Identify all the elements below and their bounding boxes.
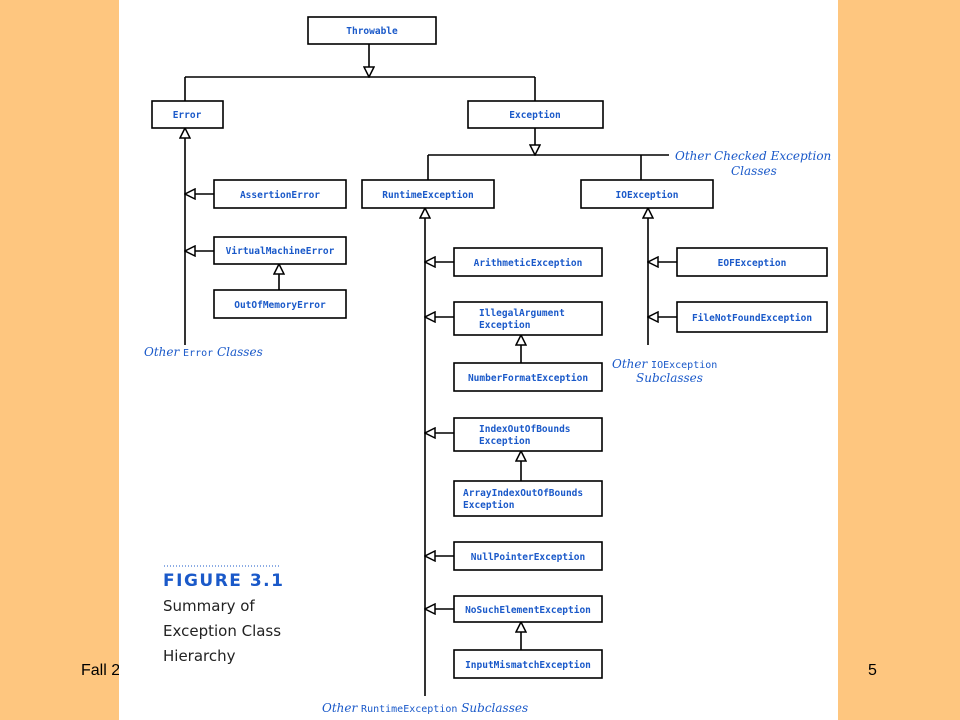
class-label-out-of-memory-error: OutOfMemoryError — [234, 300, 326, 311]
note-other-io-line1: Other IOException — [612, 357, 717, 371]
class-box-assertion-error: AssertionError — [213, 179, 347, 209]
class-box-error: Error — [151, 100, 224, 129]
exception-hierarchy-diagram: Throwable Error Exception AssertionError… — [144, 16, 831, 715]
class-box-virtual-machine-error: VirtualMachineError — [213, 236, 347, 265]
class-label-illegal-argument-line2: Exception — [479, 320, 530, 331]
class-box-null-pointer-exception: NullPointerException — [453, 541, 603, 571]
class-box-input-mismatch-exception: InputMismatchException — [453, 649, 603, 679]
class-box-out-of-memory-error: OutOfMemoryError — [213, 289, 347, 319]
class-box-runtime-exception: RuntimeException — [361, 179, 495, 209]
note-other-checked-line1: Other Checked Exception — [675, 149, 831, 163]
caption-line-3: Hierarchy — [163, 647, 236, 665]
class-box-illegal-argument-exception: IllegalArgument Exception — [453, 301, 603, 336]
class-label-number-format-exception: NumberFormatException — [468, 373, 588, 384]
figure-label: FIGURE 3.1 — [163, 571, 284, 591]
class-label-io-exception: IOException — [616, 190, 679, 201]
class-label-array-index-out-of-bounds-line1: ArrayIndexOutOfBounds — [463, 488, 583, 499]
inheritance-lines — [185, 44, 677, 696]
class-label-index-out-of-bounds-line1: IndexOutOfBounds — [479, 424, 571, 435]
class-box-file-not-found-exception: FileNotFoundException — [676, 301, 828, 333]
note-other-io-line2: Subclasses — [636, 371, 703, 385]
class-label-input-mismatch-exception: InputMismatchException — [465, 660, 591, 671]
class-label-file-not-found-exception: FileNotFoundException — [692, 313, 812, 324]
caption-line-2: Exception Class — [163, 622, 281, 640]
class-label-arithmetic-exception: ArithmeticException — [474, 258, 583, 269]
class-label-throwable: Throwable — [346, 26, 398, 37]
class-label-null-pointer-exception: NullPointerException — [471, 552, 585, 563]
class-label-no-such-element-exception: NoSuchElementException — [465, 605, 591, 616]
class-label-illegal-argument-line1: IllegalArgument — [479, 308, 565, 319]
note-other-checked-line2: Classes — [731, 164, 777, 178]
class-box-number-format-exception: NumberFormatException — [453, 362, 603, 392]
note-other-error-classes: Other Error Classes — [144, 345, 263, 359]
note-other-runtime-subclasses: Other RuntimeException Subclasses — [322, 701, 528, 715]
slide-footer-label: Fall 2 — [81, 662, 121, 679]
class-label-array-index-out-of-bounds-line2: Exception — [463, 500, 514, 511]
class-box-no-such-element-exception: NoSuchElementException — [453, 595, 603, 623]
figure-caption: FIGURE 3.1 Summary of Exception Class Hi… — [163, 565, 284, 665]
class-label-runtime-exception: RuntimeException — [382, 190, 474, 201]
class-label-exception: Exception — [509, 110, 560, 121]
class-box-eof-exception: EOFException — [676, 247, 828, 277]
class-box-index-out-of-bounds-exception: IndexOutOfBounds Exception — [453, 417, 603, 452]
class-box-throwable: Throwable — [307, 16, 437, 45]
class-label-error: Error — [173, 110, 202, 121]
figure-panel: Throwable Error Exception AssertionError… — [119, 0, 838, 720]
class-label-eof-exception: EOFException — [718, 258, 787, 269]
class-box-exception: Exception — [467, 100, 604, 129]
caption-line-1: Summary of — [163, 597, 255, 615]
class-box-array-index-out-of-bounds-exception: ArrayIndexOutOfBounds Exception — [453, 480, 603, 517]
class-label-assertion-error: AssertionError — [240, 190, 320, 201]
class-label-virtual-machine-error: VirtualMachineError — [226, 246, 335, 257]
class-label-index-out-of-bounds-line2: Exception — [479, 436, 530, 447]
class-box-io-exception: IOException — [580, 179, 714, 209]
slide-number: 5 — [868, 662, 877, 679]
class-box-arithmetic-exception: ArithmeticException — [453, 247, 603, 277]
